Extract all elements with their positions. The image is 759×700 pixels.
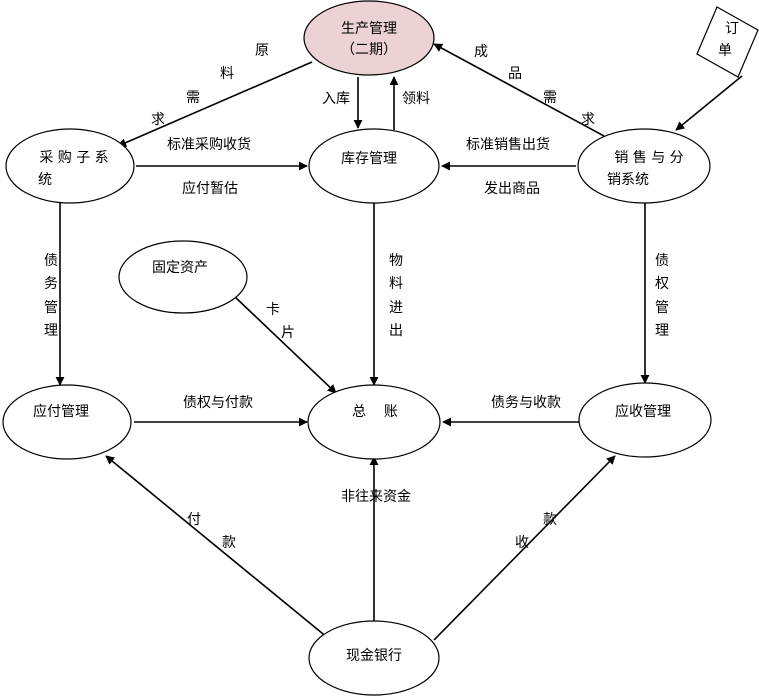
label-material-issue: 领料	[402, 91, 430, 107]
label-debt-management-2: 务	[44, 276, 58, 292]
node-sales-shape	[577, 128, 711, 204]
edge-sales-to-production	[433, 43, 605, 137]
label-non-transaction-funds: 非往来资金	[341, 489, 411, 505]
node-receivables-shape	[578, 382, 712, 458]
node-ledger-label: 总 账	[352, 404, 398, 420]
node-production: 生产管理 （二期）	[303, 0, 435, 76]
edge-cash-to-payables	[105, 455, 329, 639]
label-raw-material-demand-3: 需	[186, 90, 200, 106]
label-debt-and-collection: 债务与收款	[491, 395, 561, 411]
node-fixed-assets-label: 固定资产	[152, 260, 208, 276]
label-payable-estimate: 应付暂估	[182, 180, 238, 197]
label-goods-in: 入库	[322, 91, 350, 107]
node-ledger-shape	[307, 384, 441, 460]
node-sales-label-line1: 销 售 与 分	[614, 150, 683, 166]
label-product-demand-1: 成	[474, 44, 488, 60]
node-inventory-label: 库存管理	[341, 151, 397, 167]
label-material-in-out-2: 料	[389, 276, 403, 292]
node-ledger: 总 账	[307, 384, 441, 460]
label-credit-management-1: 债	[655, 253, 669, 269]
node-inventory-shape	[308, 128, 440, 204]
label-credit-management-2: 权	[655, 276, 669, 292]
edge-production-to-purchase	[117, 61, 313, 147]
node-production-shape	[303, 0, 435, 76]
label-std-sales-shipment: 标准销售出货	[466, 136, 550, 153]
label-card-1: 卡	[266, 302, 280, 318]
node-production-label-line1: 生产管理	[341, 21, 397, 37]
label-product-demand-3: 需	[543, 90, 557, 106]
label-raw-material-demand-4: 求	[151, 112, 165, 128]
node-receivables: 应收管理	[578, 382, 712, 458]
node-purchase-label-line1: 采 购 子 系	[39, 150, 108, 166]
label-product-demand-2: 品	[508, 66, 522, 82]
node-cash-bank-shape	[308, 620, 440, 696]
label-debt-management-4: 理	[44, 323, 58, 339]
label-payment-2: 款	[222, 535, 236, 551]
node-payables-label: 应付管理	[33, 403, 89, 420]
edge-order-to-sales	[675, 75, 743, 131]
node-order: 订 单	[696, 6, 759, 78]
node-sales-label-line2: 销系统	[607, 172, 649, 188]
label-debt-management-1: 债	[44, 253, 58, 269]
label-receipt-2: 收	[515, 535, 529, 551]
label-goods-shipped: 发出商品	[484, 181, 540, 197]
node-order-shape	[696, 6, 759, 78]
node-cash-bank: 现金银行	[308, 620, 440, 696]
label-card-2: 片	[281, 325, 295, 341]
node-sales: 销 售 与 分 销系统	[577, 128, 711, 204]
label-credit-management-4: 理	[655, 323, 669, 339]
node-purchase: 采 购 子 系 统	[5, 128, 135, 204]
node-purchase-shape	[5, 128, 135, 204]
node-receivables-label: 应收管理	[615, 403, 671, 420]
label-debt-management-3: 管	[44, 300, 58, 316]
label-credit-and-payment: 债权与付款	[183, 395, 253, 411]
node-fixed-assets: 固定资产	[118, 240, 248, 314]
node-purchase-label-line2: 统	[38, 172, 52, 188]
label-raw-material-demand-2: 料	[220, 66, 234, 82]
label-raw-material-demand-1: 原	[255, 43, 269, 59]
edges	[55, 43, 743, 641]
node-payables: 应付管理	[2, 384, 132, 460]
edge-labels: 原 料 需 求 入库 领料 成 品 需 求 标准采购收货 应付暂估 标准销售出货…	[44, 43, 669, 551]
node-order-label-line2: 单	[718, 43, 732, 59]
label-credit-management-3: 管	[655, 300, 669, 316]
node-inventory: 库存管理	[308, 128, 440, 204]
label-payment-1: 付	[187, 512, 201, 528]
label-material-in-out-1: 物	[389, 253, 403, 269]
node-cash-bank-label: 现金银行	[346, 648, 402, 664]
edge-fixed-assets-to-ledger	[233, 295, 337, 394]
label-receipt-1: 款	[543, 512, 557, 528]
node-order-label-line1: 订	[725, 21, 739, 37]
label-material-in-out-4: 出	[389, 323, 403, 339]
node-fixed-assets-shape	[118, 240, 248, 314]
edge-cash-to-receivables	[433, 455, 616, 641]
label-std-purchase-receipt: 标准采购收货	[167, 136, 251, 153]
node-production-label-line2: （二期）	[341, 42, 397, 58]
label-material-in-out-3: 进	[389, 300, 403, 316]
label-product-demand-4: 求	[581, 112, 595, 128]
node-payables-shape	[2, 384, 132, 460]
